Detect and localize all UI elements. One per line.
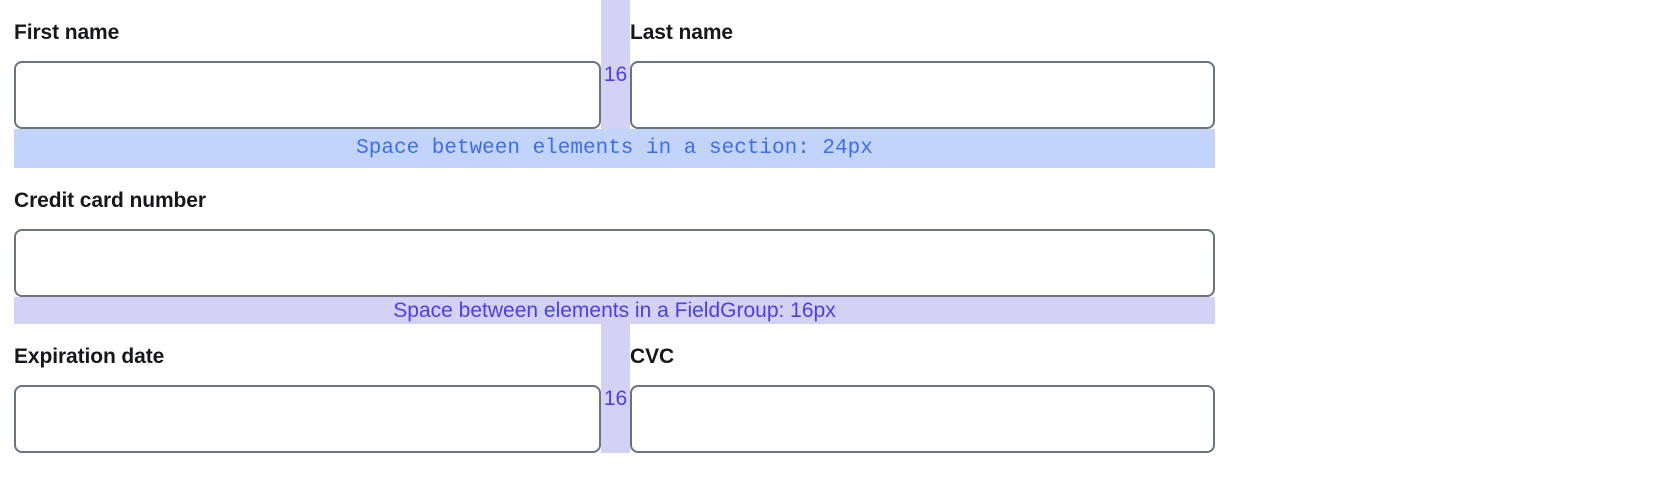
- fieldgroup-spacing-banner: Space between elements in a FieldGroup: …: [14, 297, 1215, 324]
- credit-card-input[interactable]: [14, 229, 1215, 297]
- name-field-row: First name 16 Last name: [14, 0, 1215, 129]
- first-name-label: First name: [14, 21, 120, 44]
- fieldgroup-spacing-banner-text: Space between elements in a FieldGroup: …: [393, 299, 836, 322]
- cvc-input[interactable]: [630, 385, 1215, 453]
- credit-card-label: Credit card number: [14, 189, 206, 212]
- expiry-row-gap-label: 16: [603, 387, 628, 410]
- last-name-input[interactable]: [630, 61, 1215, 129]
- cvc-label: CVC: [630, 345, 675, 368]
- expiration-date-label: Expiration date: [14, 345, 165, 368]
- expiry-field-row: Expiration date 16 CVC: [14, 324, 1215, 453]
- first-name-input[interactable]: [14, 61, 601, 129]
- expiration-date-input[interactable]: [14, 385, 601, 453]
- form-content: First name 16 Last name Space between el…: [14, 0, 1215, 453]
- expiration-date-field: Expiration date: [14, 324, 601, 453]
- name-row-gap-label: 16: [603, 63, 628, 86]
- expiry-row-gap-strip: 16: [601, 324, 630, 453]
- first-name-field: First name: [14, 0, 601, 129]
- last-name-field: Last name: [630, 0, 1215, 129]
- section-spacing-banner-text: Space between elements in a section: 24p…: [356, 137, 873, 160]
- last-name-label: Last name: [630, 21, 733, 44]
- credit-card-field: Credit card number: [14, 168, 1215, 297]
- cvc-field: CVC: [630, 324, 1215, 453]
- section-spacing-banner: Space between elements in a section: 24p…: [14, 129, 1215, 168]
- name-row-gap-strip: 16: [601, 0, 630, 129]
